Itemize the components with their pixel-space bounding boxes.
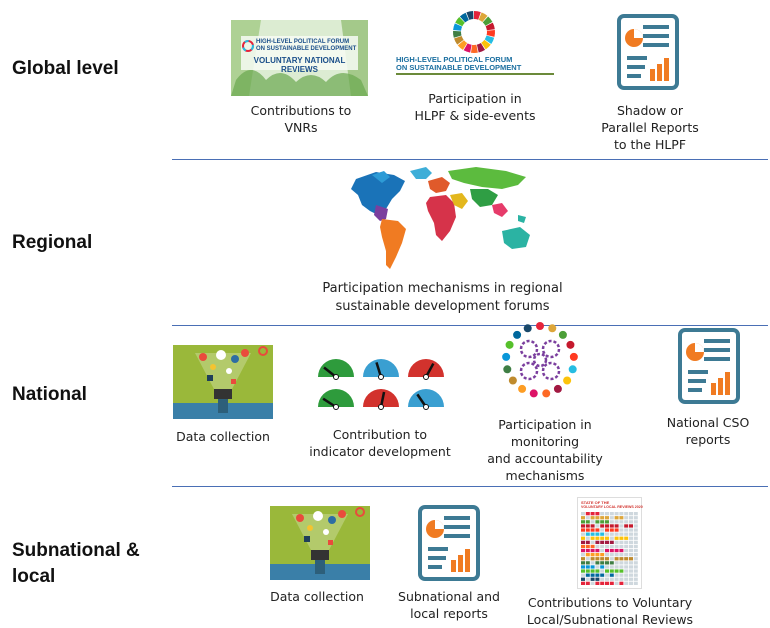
separator-global-regional — [172, 159, 768, 160]
shadow-report-icon — [617, 14, 679, 90]
vnr-banner-line3: VOLUNTARY NATIONAL REVIEWS — [253, 56, 346, 74]
vnr-banner-line1: HIGH-LEVEL POLITICAL FORUM — [256, 39, 350, 45]
vnr-banner-image: HIGH-LEVEL POLITICAL FORUM ON SUSTAINABL… — [231, 20, 368, 96]
sdg-gear-icon — [500, 320, 580, 400]
sdg-wheel-icon — [452, 10, 496, 54]
hlpf-logo-line1: HIGH-LEVEL POLITICAL FORUM — [396, 55, 513, 64]
subnational-data-collection-image — [270, 506, 370, 580]
data-collection-image — [173, 345, 273, 419]
hlpf-logo-line2: ON SUSTAINABLE DEVELOPMENT — [396, 63, 522, 72]
vlr-cover-line1: STATE OF THE — [581, 500, 610, 505]
level-national: National — [12, 384, 87, 405]
vlr-cover-line2: VOLUNTARY LOCAL REVIEWS 2020 — [581, 505, 643, 509]
hlpf-logo: HIGH-LEVEL POLITICAL FORUM ON SUSTAINABL… — [396, 56, 554, 78]
subnational-report-icon — [418, 505, 480, 581]
caption-national-data: Data collection — [176, 429, 270, 444]
vnr-banner-line2: ON SUSTAINABLE DEVELOPMENT — [256, 46, 357, 52]
separator-national-subnational — [172, 486, 768, 487]
world-map-image — [342, 165, 540, 275]
caption-sub-data: Data collection — [270, 589, 364, 604]
level-global: Global level — [12, 58, 119, 79]
national-cso-report-icon — [678, 328, 740, 404]
level-regional: Regional — [12, 232, 93, 253]
gauges-icon — [316, 355, 446, 413]
separator-regional-national — [172, 325, 768, 326]
level-subnational: Subnational & local — [12, 540, 140, 587]
vlr-report-cover: STATE OF THE VOLUNTARY LOCAL REVIEWS 202… — [577, 497, 643, 589]
